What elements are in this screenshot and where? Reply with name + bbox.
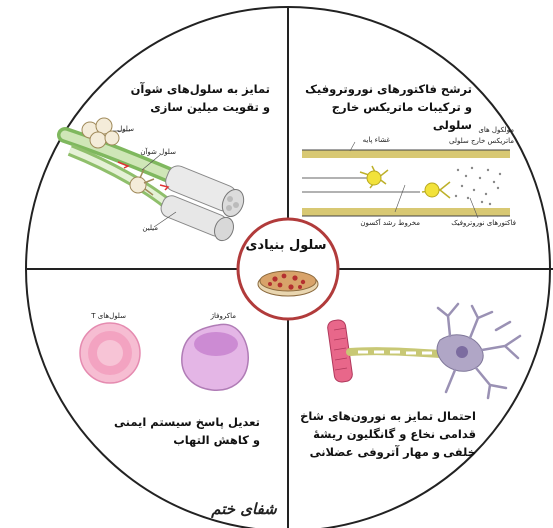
- quadrant-bl-title-line1: تعدیل پاسخ سیستم ایمنی: [110, 413, 260, 431]
- t-cell: [80, 323, 140, 383]
- center-title: سلول بنیادی: [243, 238, 329, 253]
- label-macrophage: ماکروفاژ: [196, 312, 236, 320]
- quadrant-tr-title-line1: ترشح فاکتورهای نوروتروفیک: [300, 80, 472, 98]
- quadrant-tl-title-line2: و تقویت میلین سازی: [130, 98, 270, 116]
- label-growth-cone: مخروط رشد آکسون: [348, 219, 420, 227]
- label-ecm-molecules-line1: مولکول های: [470, 126, 514, 134]
- label-cell: سلول: [104, 125, 134, 133]
- label-ecm-molecules-line2: ماتریکس خارج سلولی: [420, 137, 514, 145]
- quadrant-tl-title-line1: تمایز به سلول‌های شوآن: [130, 80, 270, 98]
- basal-membrane-top: [302, 150, 510, 158]
- petri-dish: [238, 219, 338, 319]
- signature: شفای ختم: [204, 500, 284, 518]
- label-basal-membrane: غشاء پایه: [350, 136, 390, 144]
- quadrant-br-title-line1: احتمال تمایز به نورون‌های شاخ: [300, 407, 476, 425]
- quadrant-tr-title-line2: و ترکیبات ماتریکس خارج سلولی: [300, 98, 472, 134]
- label-myelin: میلین: [130, 224, 158, 232]
- label-t-cells: سلول‌های T: [86, 312, 126, 320]
- basal-membrane-bottom: [302, 208, 510, 216]
- quadrant-br-title-line3: و مهار آتروفی عضلانی: [300, 443, 440, 461]
- label-schwann-cell: سلول شوآن: [126, 148, 176, 156]
- label-neurotrophic-factors: فاکتورهای نوروتروفیک: [440, 219, 516, 227]
- quadrant-bl-title-line2: و کاهش التهاب: [110, 431, 260, 449]
